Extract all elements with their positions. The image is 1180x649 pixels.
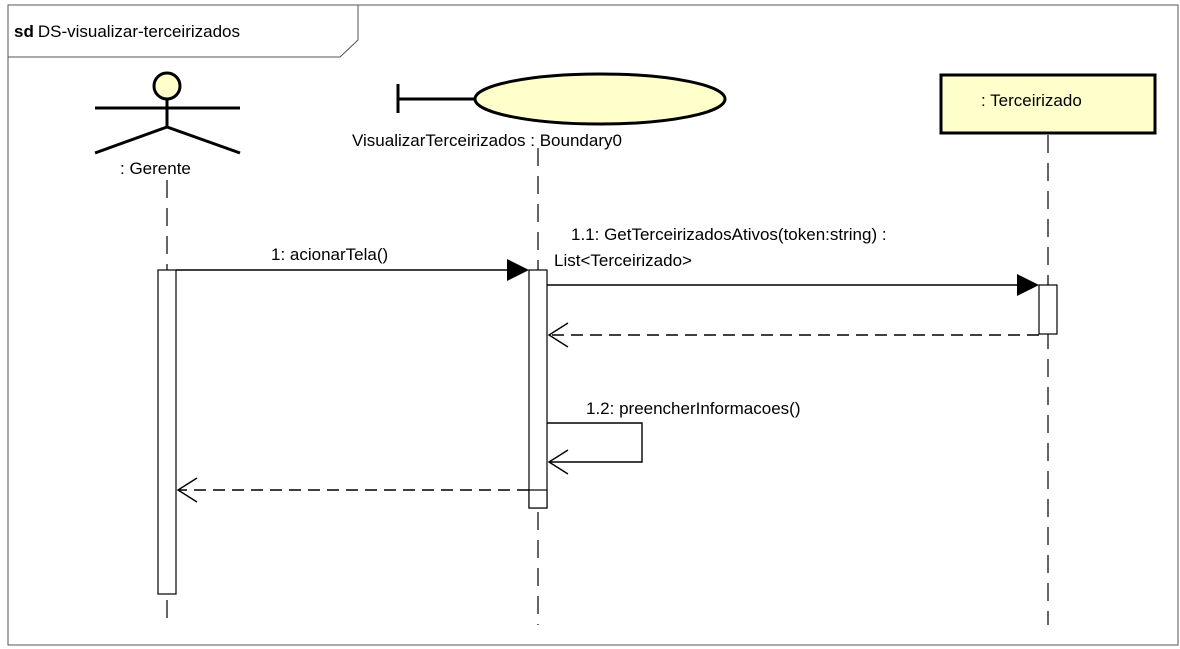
message-1-1-label-line1: 1.1: GetTerceirizadosAtivos(token:string… [571,225,887,244]
message-1-2-label: 1.2: preencherInformacoes() [586,399,801,418]
message-1-label: 1: acionarTela() [271,245,389,264]
return-1-1-arrow [547,322,1039,348]
actor-label: : Gerente [120,159,191,178]
activation-boundary [528,269,548,509]
frame-name: DS-visualizar-terceirizados [37,22,241,41]
message-1-arrow [176,259,529,281]
frame-title-tab [8,5,359,58]
boundary-label: VisualizarTerceirizados : Boundary0 [352,131,622,150]
entity-terceirizado-box [939,73,1157,135]
boundary-icon [396,72,727,126]
frame-kind: sd [14,22,34,41]
message-1-1-arrow [547,274,1039,296]
activation-gerente [157,269,177,595]
actor-head-icon [152,71,182,101]
message-1-2-self-arrow [547,422,643,475]
activation-boundary-self [528,489,548,509]
entity-label: : Terceirizado [981,91,1082,110]
return-1-arrow [176,477,529,503]
activation-terceirizado [1038,284,1058,335]
message-1-1-label-line2: List<Terceirizado> [554,251,692,270]
actor-gerente [94,71,241,155]
